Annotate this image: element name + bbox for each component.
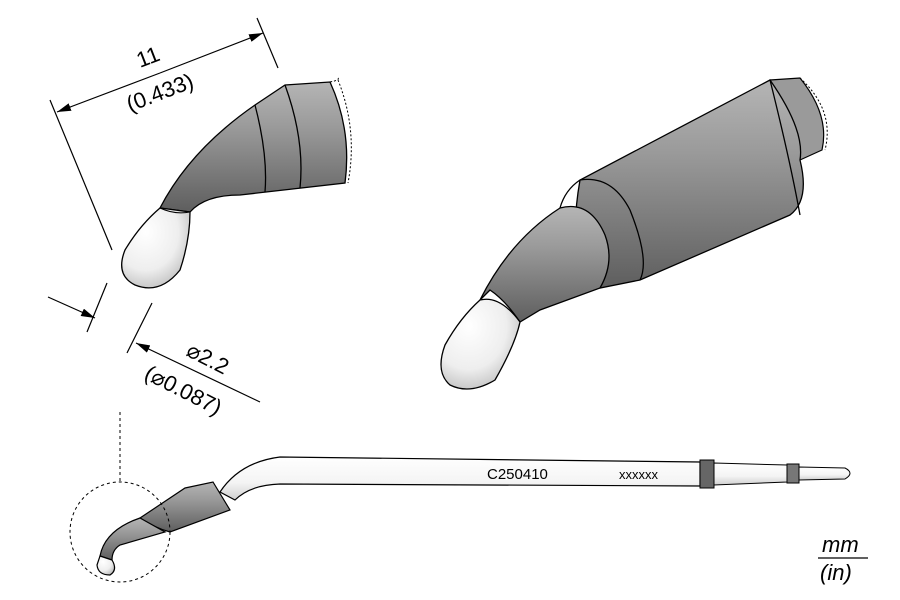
serial-label: xxxxxx: [619, 467, 659, 482]
tip-side-view: C250410 xxxxxx: [69, 412, 851, 583]
detail-circle: [69, 481, 171, 583]
units-legend: mm (in): [818, 532, 868, 585]
units-metric: mm: [822, 532, 859, 557]
tip-perspective-large: [440, 77, 828, 390]
units-imperial: (in): [820, 560, 852, 585]
length-inch-label: (0.433): [123, 68, 197, 116]
diameter-mm-label: ⌀2.2: [183, 337, 233, 379]
part-number-label: C250410: [487, 466, 548, 483]
tip-detail-small: [121, 77, 352, 289]
diameter-dimension: ⌀2.2 (⌀0.087): [47, 282, 261, 420]
length-mm-label: 11: [133, 41, 163, 73]
